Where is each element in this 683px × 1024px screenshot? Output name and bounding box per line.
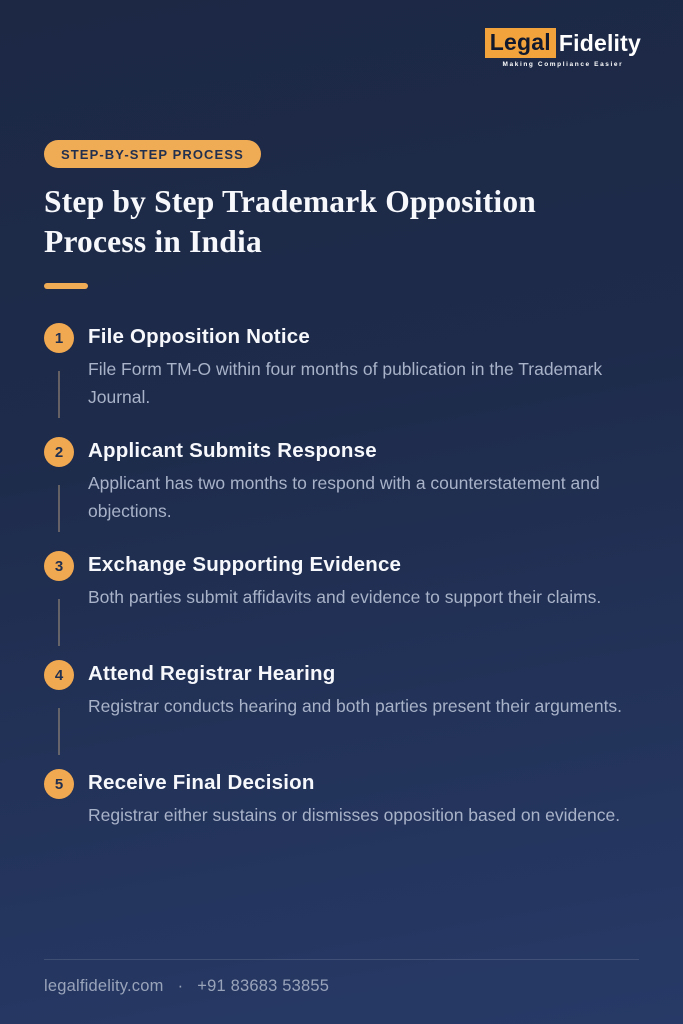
footer-contact-row: legalfidelity.com · +91 83683 53855	[44, 977, 639, 996]
step-description: Both parties submit affidavits and evide…	[88, 587, 602, 607]
footer: legalfidelity.com · +91 83683 53855	[44, 959, 639, 996]
step-body: Applicant Submits Response Applicant has…	[88, 436, 639, 525]
step-connector-line	[58, 708, 60, 755]
footer-phone: +91 83683 53855	[197, 977, 330, 995]
step-title: Attend Registrar Hearing	[88, 662, 336, 685]
footer-divider	[44, 959, 639, 960]
brand-tagline: Making Compliance Easier	[502, 61, 624, 68]
step-description: Registrar conducts hearing and both part…	[88, 696, 623, 716]
step-connector-line	[58, 371, 60, 418]
step-number-badge: 4	[44, 660, 74, 690]
footer-separator-dot: ·	[177, 977, 184, 995]
step-item-1: 1 File Opposition Notice File Form TM-O …	[44, 322, 639, 418]
brand-logo-secondary: Fidelity	[558, 29, 641, 56]
title-divider	[44, 283, 88, 289]
step-item-5: 5 Receive Final Decision Registrar eithe…	[44, 768, 639, 852]
step-connector-line	[58, 485, 60, 532]
page-title: Step by Step Trademark Opposition Proces…	[44, 184, 537, 259]
main-content: STEP-BY-STEP PROCESS Step by Step Tradem…	[44, 140, 639, 877]
step-item-4: 4 Attend Registrar Hearing Registrar con…	[44, 659, 639, 755]
step-title: Applicant Submits Response	[88, 439, 377, 462]
process-badge: STEP-BY-STEP PROCESS	[44, 140, 261, 168]
step-description: File Form TM-O within four months of pub…	[88, 359, 603, 407]
step-body: File Opposition Notice File Form TM-O wi…	[88, 322, 639, 411]
brand-logo: Legal Fidelity Making Compliance Easier	[484, 28, 641, 68]
step-number-badge: 3	[44, 551, 74, 581]
step-number-badge: 5	[44, 769, 74, 799]
step-body: Receive Final Decision Registrar either …	[88, 768, 620, 829]
step-connector-line	[58, 599, 60, 646]
step-title: File Opposition Notice	[88, 325, 310, 348]
step-number-badge: 2	[44, 437, 74, 467]
step-title: Receive Final Decision	[88, 771, 315, 794]
step-description: Applicant has two months to respond with…	[88, 473, 600, 521]
step-body: Attend Registrar Hearing Registrar condu…	[88, 659, 622, 720]
brand-logo-wordmark: Legal Fidelity	[484, 28, 641, 58]
step-number-badge: 1	[44, 323, 74, 353]
step-description: Registrar either sustains or dismisses o…	[88, 805, 621, 825]
step-item-2: 2 Applicant Submits Response Applicant h…	[44, 436, 639, 532]
steps-list: 1 File Opposition Notice File Form TM-O …	[44, 322, 639, 852]
footer-website: legalfidelity.com	[44, 977, 164, 995]
step-item-3: 3 Exchange Supporting Evidence Both part…	[44, 550, 639, 646]
brand-logo-primary: Legal	[484, 28, 556, 58]
step-title: Exchange Supporting Evidence	[88, 553, 402, 576]
step-body: Exchange Supporting Evidence Both partie…	[88, 550, 601, 611]
